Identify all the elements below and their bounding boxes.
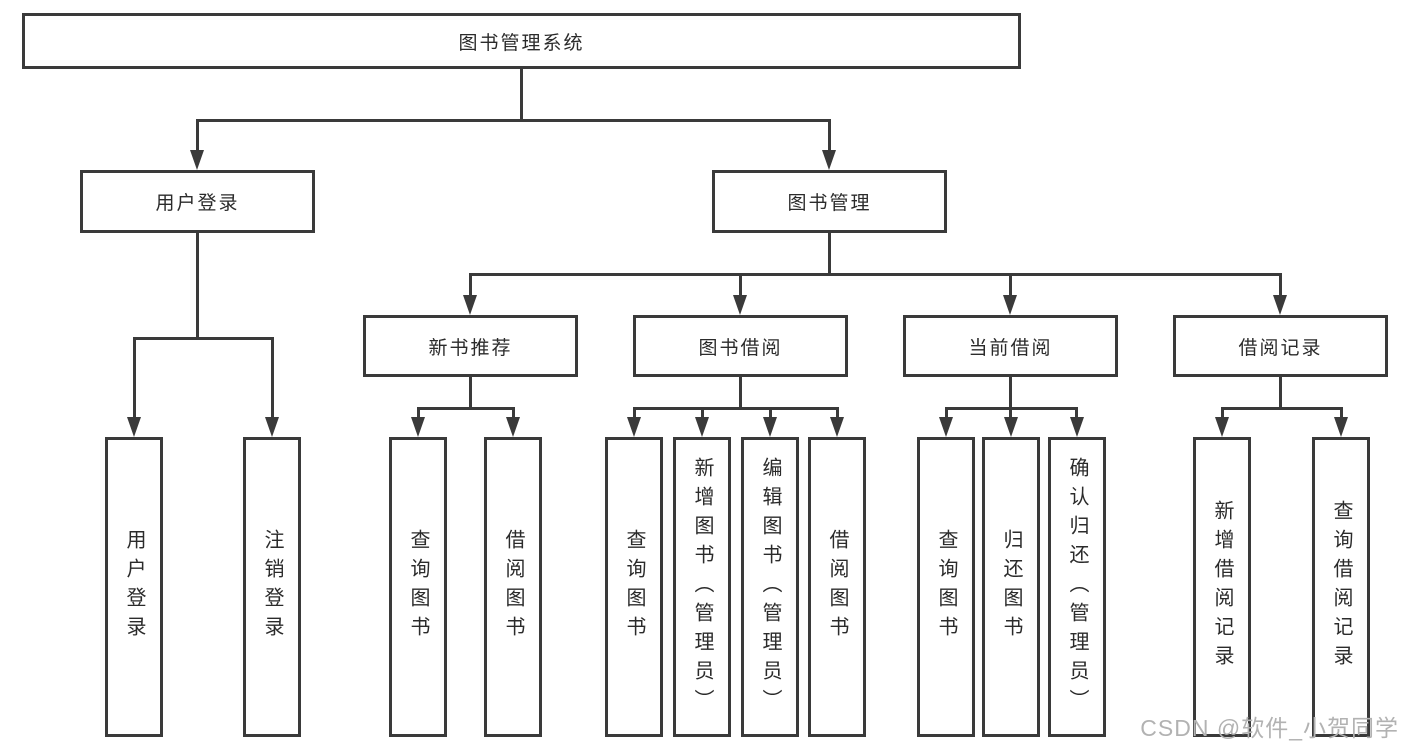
connector-line xyxy=(1221,407,1224,417)
connector-line xyxy=(1009,377,1012,407)
arrowhead-down xyxy=(939,417,953,437)
node-label: 查询图书 xyxy=(407,529,429,645)
connector-line xyxy=(512,407,515,417)
connector-line xyxy=(469,273,472,295)
connector-line xyxy=(828,233,831,273)
node-label: 确认归还（管理员） xyxy=(1066,456,1088,718)
watermark: CSDN @软件_小贺同学 xyxy=(1140,715,1399,741)
leaf-logout-login: 注销登录 xyxy=(243,437,301,737)
connector-line xyxy=(945,407,948,417)
connector-line xyxy=(469,377,472,407)
leaf-borrow-books-borrowing: 借阅图书 xyxy=(808,437,866,737)
connector-line xyxy=(271,337,274,417)
arrowhead-down xyxy=(127,417,141,437)
node-label: 新增借阅记录 xyxy=(1211,500,1233,674)
connector-line xyxy=(633,407,839,410)
node-label: 查询借阅记录 xyxy=(1330,500,1352,674)
leaf-query-books-recommend: 查询图书 xyxy=(389,437,447,737)
connector-line xyxy=(196,233,199,337)
node-label: 新书推荐 xyxy=(428,337,513,359)
node-label: 图书管理系统 xyxy=(458,32,585,54)
connector-line xyxy=(469,273,1282,276)
connector-line xyxy=(1009,407,1012,417)
connector-line xyxy=(701,407,704,417)
leaf-borrow-books-recommend: 借阅图书 xyxy=(484,437,542,737)
arrowhead-down xyxy=(1334,417,1348,437)
connector-line xyxy=(1279,273,1282,295)
leaf-add-books-admin: 新增图书（管理员） xyxy=(673,437,731,737)
connector-line xyxy=(769,407,772,417)
leaf-user-login: 用户登录 xyxy=(105,437,163,737)
node-borrowing-records: 借阅记录 xyxy=(1173,315,1388,377)
node-label: 图书借阅 xyxy=(698,337,783,359)
arrowhead-down xyxy=(1004,417,1018,437)
node-label: 借阅记录 xyxy=(1238,337,1323,359)
node-label: 编辑图书（管理员） xyxy=(759,456,781,718)
node-library-system: 图书管理系统 xyxy=(22,13,1021,69)
connector-line xyxy=(739,273,742,295)
arrowhead-down xyxy=(1070,417,1084,437)
leaf-query-borrow-record: 查询借阅记录 xyxy=(1312,437,1370,737)
arrowhead-down xyxy=(627,417,641,437)
connector-line xyxy=(836,407,839,417)
arrowhead-down xyxy=(1273,295,1287,315)
node-label: 当前借阅 xyxy=(968,337,1053,359)
arrowhead-down xyxy=(411,417,425,437)
arrowhead-down xyxy=(265,417,279,437)
leaf-edit-books-admin: 编辑图书（管理员） xyxy=(741,437,799,737)
node-label: 用户登录 xyxy=(155,193,240,214)
arrowhead-down xyxy=(1215,417,1229,437)
leaf-return-books: 归还图书 xyxy=(982,437,1040,737)
connector-line xyxy=(828,119,831,150)
arrowhead-down xyxy=(822,150,836,170)
node-label: 用户登录 xyxy=(123,529,145,645)
node-label: 注销登录 xyxy=(261,529,283,645)
node-current-borrowing: 当前借阅 xyxy=(903,315,1118,377)
connector-line xyxy=(1009,273,1012,295)
leaf-confirm-return-admin: 确认归还（管理员） xyxy=(1048,437,1106,737)
connector-line xyxy=(520,67,523,119)
connector-line xyxy=(196,119,831,122)
connector-line xyxy=(1340,407,1343,417)
arrowhead-down xyxy=(506,417,520,437)
node-label: 查询图书 xyxy=(623,529,645,645)
connector-line xyxy=(1075,407,1078,417)
arrowhead-down xyxy=(830,417,844,437)
connector-line xyxy=(196,119,199,150)
leaf-query-books-current: 查询图书 xyxy=(917,437,975,737)
node-label: 借阅图书 xyxy=(826,529,848,645)
arrowhead-down xyxy=(695,417,709,437)
connector-line xyxy=(417,407,420,417)
arrowhead-down xyxy=(1003,295,1017,315)
node-user-login: 用户登录 xyxy=(80,170,315,233)
arrowhead-down xyxy=(763,417,777,437)
connector-line xyxy=(633,407,636,417)
node-label: 新增图书（管理员） xyxy=(691,456,713,718)
node-label: 归还图书 xyxy=(1000,529,1022,645)
connector-line xyxy=(1221,407,1343,410)
arrowhead-down xyxy=(190,150,204,170)
arrowhead-down xyxy=(733,295,747,315)
connector-line xyxy=(417,407,515,410)
connector-line xyxy=(1279,377,1282,407)
connector-line xyxy=(739,377,742,407)
connector-line xyxy=(133,337,136,417)
node-label: 图书管理 xyxy=(787,193,872,214)
node-label: 查询图书 xyxy=(935,529,957,645)
node-book-borrowing: 图书借阅 xyxy=(633,315,848,377)
leaf-query-books-borrowing: 查询图书 xyxy=(605,437,663,737)
node-book-management: 图书管理 xyxy=(712,170,947,233)
node-label: 借阅图书 xyxy=(502,529,524,645)
leaf-add-borrow-record: 新增借阅记录 xyxy=(1193,437,1251,737)
connector-line xyxy=(133,337,274,340)
node-new-book-recommend: 新书推荐 xyxy=(363,315,578,377)
arrowhead-down xyxy=(463,295,477,315)
